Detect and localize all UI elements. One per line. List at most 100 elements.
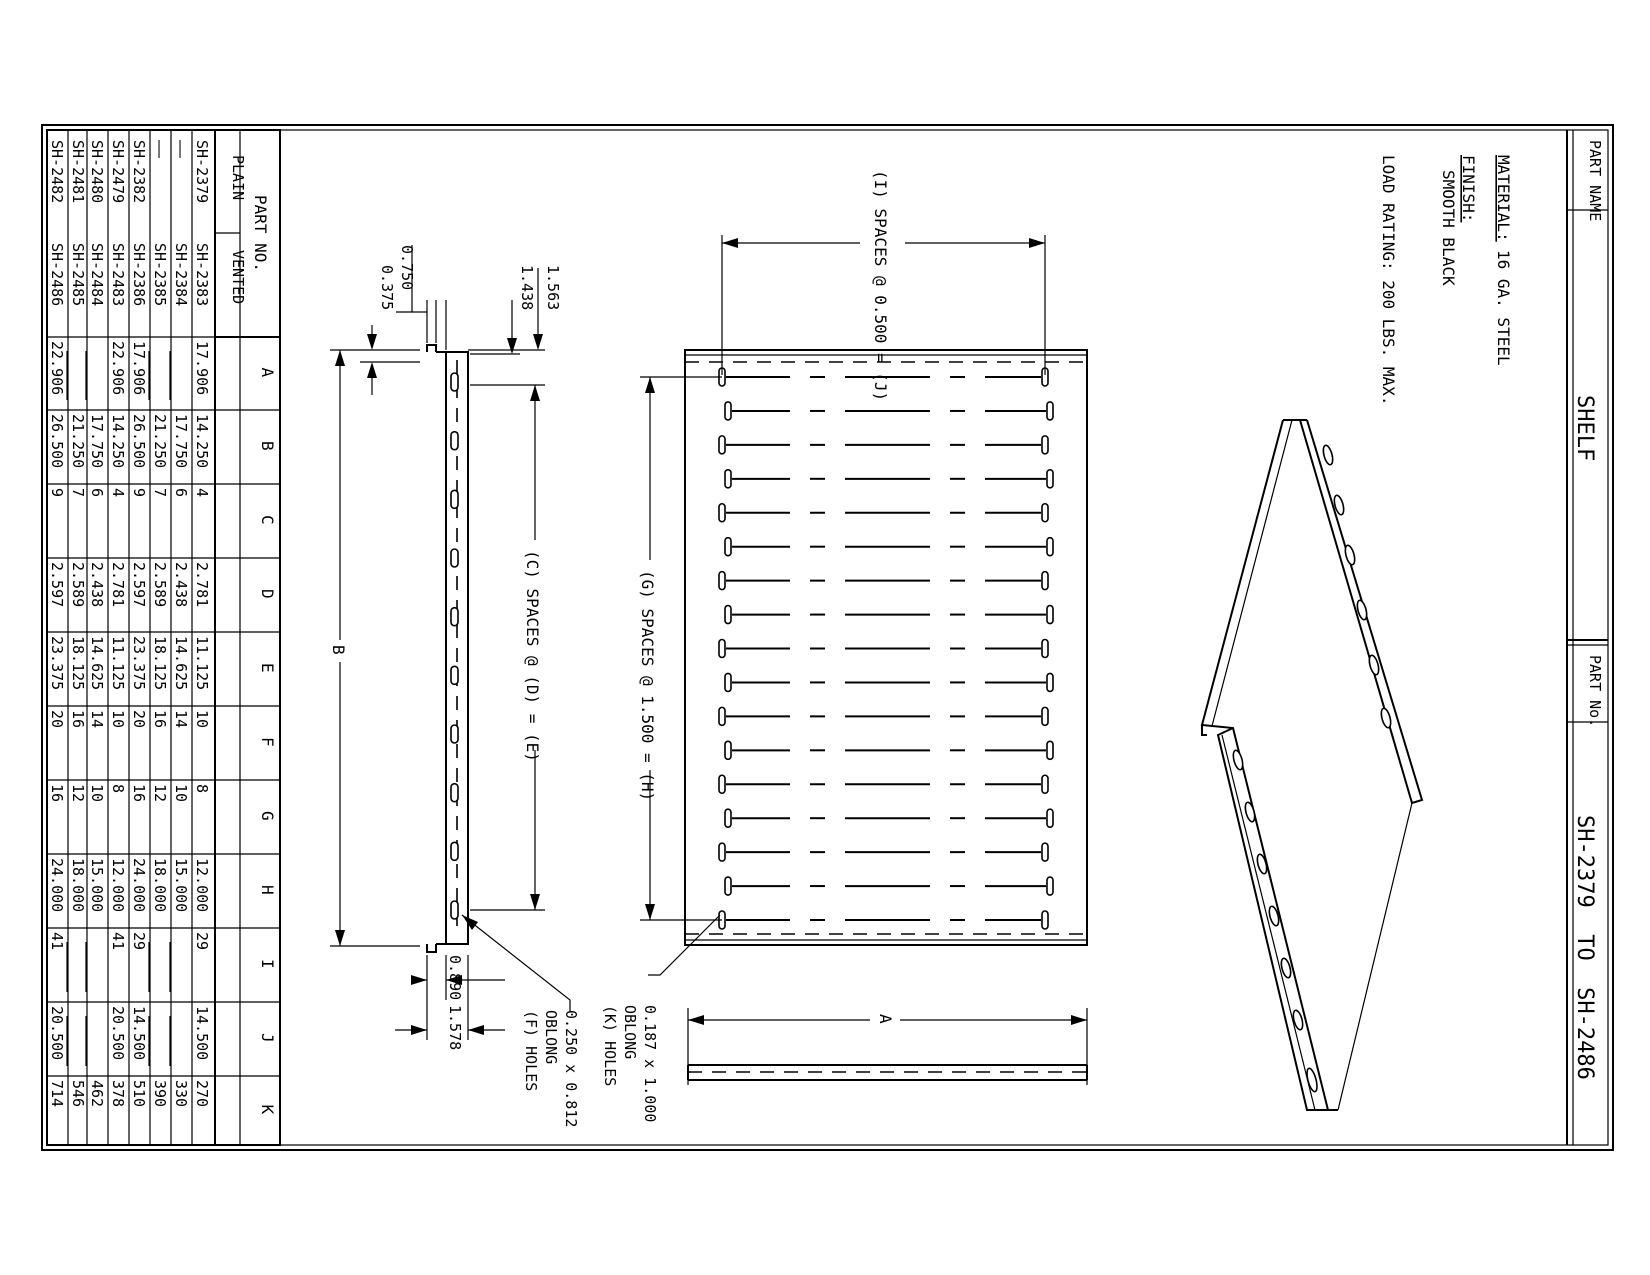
dim-0890: 0.890 — [446, 955, 464, 1000]
table-cell: 17.906 — [193, 341, 211, 395]
table-sub-vented: VENTED — [229, 250, 247, 304]
table-cell: 20 — [48, 710, 66, 728]
table-cell-plain: —— — [172, 140, 190, 159]
table-cell: 26.500 — [130, 414, 148, 468]
table-cell: 12.000 — [109, 858, 127, 912]
side-slot — [450, 900, 459, 920]
side-slot — [450, 372, 459, 392]
table-col-header: D — [258, 589, 277, 599]
table-cell: 18.125 — [151, 636, 169, 690]
table-cell: 29 — [193, 932, 211, 950]
table-cell: 9 — [130, 488, 148, 497]
table-cell: 17.906 — [130, 341, 148, 395]
table-cell: 7 — [69, 488, 87, 497]
outer-border — [41, 124, 1614, 1151]
f-holes-shape: OBLONG — [542, 1010, 560, 1064]
table-cell: 20 — [130, 710, 148, 728]
k-holes-shape: OBLONG — [621, 1005, 639, 1059]
vent-row — [724, 536, 1054, 557]
table-cell: 17.750 — [172, 414, 190, 468]
table-cell-vented: SH-2484 — [88, 243, 106, 306]
table-col-header: C — [258, 515, 277, 525]
table-cell: 10 — [109, 710, 127, 728]
table-col-header: E — [258, 663, 277, 673]
table-sub-plain: PLAIN — [229, 155, 247, 200]
vent-row — [724, 469, 1054, 489]
table-cell: 14 — [88, 710, 106, 728]
table-cell: 4 — [193, 488, 211, 497]
load-rating: LOAD RATING: 200 LBS. MAX. — [1379, 155, 1398, 405]
part-number: SH-2379 TO SH-2486 — [1572, 815, 1597, 1080]
table-cell: 2.597 — [48, 562, 66, 607]
table-cell: 2.589 — [69, 562, 87, 607]
g-spaces-dim: (G) SPACES @ 1.500 = (H) — [638, 570, 657, 801]
material-value: 16 GA. STEEL — [1494, 250, 1513, 366]
vent-row — [718, 570, 1049, 591]
dim-0375: 0.375 — [378, 265, 396, 310]
side-slot — [450, 841, 459, 862]
b-dim: B — [329, 645, 348, 655]
end-view: A — [687, 1008, 1088, 1085]
table-cell: 6 — [88, 488, 106, 497]
side-slot — [450, 548, 459, 568]
table-col-header: A — [258, 368, 277, 378]
table-cell-vented: SH-2386 — [130, 243, 148, 306]
table-cell: 15.000 — [172, 858, 190, 912]
table-cell-plain: SH-2482 — [48, 140, 66, 203]
part-no-label: PART No. — [1586, 655, 1604, 727]
table-cell: 7 — [151, 488, 169, 497]
table-cell: 714 — [48, 1080, 66, 1107]
table-cell-vented: SH-2485 — [69, 243, 87, 306]
table-cell: 16 — [151, 710, 169, 728]
table-cell: 24.000 — [130, 858, 148, 912]
table-col-header: G — [258, 811, 277, 821]
vent-row — [718, 435, 1049, 455]
table-cell-vented: SH-2486 — [48, 243, 66, 306]
title-block: PART NAME SHELF PART No. SH-2379 TO SH-2… — [1566, 130, 1608, 1145]
table-title: PART NO. — [251, 195, 270, 272]
table-cell-plain: SH-2382 — [130, 140, 148, 203]
part-name-label: PART NAME — [1586, 140, 1604, 221]
table-cell: 14.625 — [172, 636, 190, 690]
k-holes-count: (K) HOLES — [601, 1005, 619, 1086]
vent-row — [724, 740, 1054, 761]
side-view: B (C) SPACES @ (D) = (E) 1.563 1.438 0.3… — [329, 245, 580, 1127]
iso-slots-right — [1322, 444, 1392, 729]
table-cell: 23.375 — [130, 636, 148, 690]
table-grid: ABCDEFGHIJKSH-2379SH-238317.90614.25042.… — [47, 130, 280, 1145]
table-cell: 2.597 — [130, 562, 148, 607]
dim-1563: 1.563 — [544, 265, 562, 310]
table-cell: 378 — [109, 1080, 127, 1107]
f-holes-size: 0.250 x 0.812 — [562, 1010, 580, 1127]
table-cell: 2.781 — [193, 562, 211, 607]
vent-row — [718, 502, 1049, 523]
table-cell: 23.375 — [48, 636, 66, 690]
table-cell: 2.438 — [88, 562, 106, 607]
table-cell: 14.625 — [88, 636, 106, 690]
table-cell: 20.500 — [48, 1006, 66, 1060]
table-cell: 11.125 — [193, 636, 211, 690]
table-cell: 22.906 — [109, 341, 127, 395]
f-holes-count: (F) HOLES — [522, 1010, 540, 1091]
table-cell: 41 — [48, 932, 66, 950]
vent-row — [718, 774, 1049, 795]
table-cell: 12 — [69, 784, 87, 802]
table-cell: 2.781 — [109, 562, 127, 607]
table-cell-vented: SH-2384 — [172, 243, 190, 306]
side-slot — [450, 782, 459, 803]
table-cell: 8 — [193, 784, 211, 793]
table-col-header: K — [258, 1105, 277, 1115]
table-cell: 16 — [48, 784, 66, 802]
finish-label: FINISH: — [1459, 155, 1478, 222]
table-cell-plain: —— — [151, 140, 169, 159]
table-cell: 15.000 — [88, 858, 106, 912]
vent-row — [724, 604, 1054, 625]
table-col-header: H — [258, 885, 277, 895]
table-cell: 14.500 — [193, 1006, 211, 1060]
table-cell: 10 — [172, 784, 190, 802]
table-cell: 18.125 — [69, 636, 87, 690]
table-cell: 10 — [193, 710, 211, 728]
side-slot — [450, 489, 459, 510]
table-cell-vented: SH-2385 — [151, 243, 169, 306]
